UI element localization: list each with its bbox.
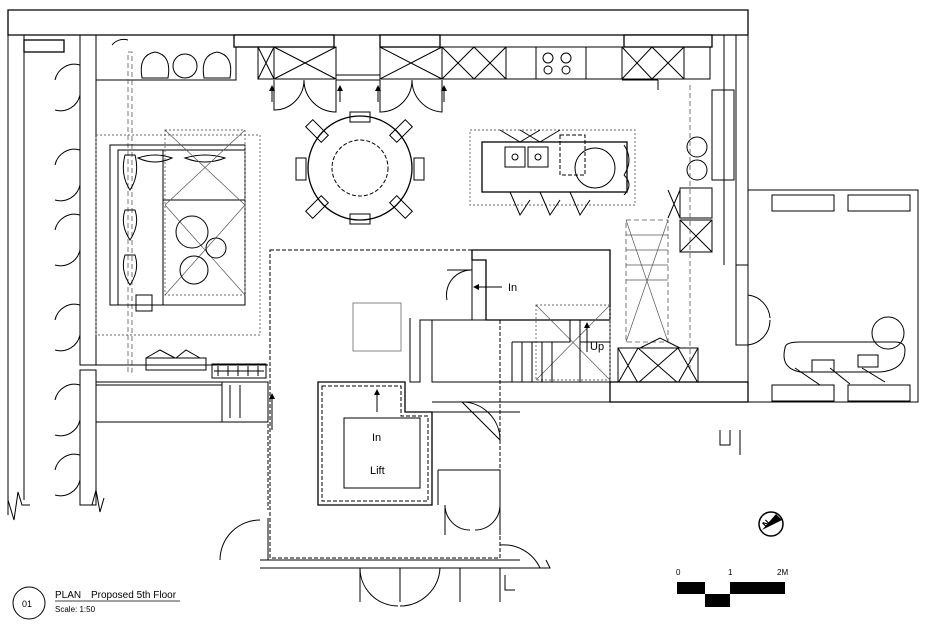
central-core [269,249,749,559]
title-block: 01 PLAN Proposed 5th Floor Scale: 1:50 [12,586,180,620]
bottom-doors [359,544,551,607]
terrace [735,189,919,403]
dining-table [295,111,425,225]
left-facade-doors [23,34,129,506]
north-arrow-icon: N [758,511,784,537]
scale-bar: 0 1 2M [676,568,788,607]
kitchen-island [469,129,636,217]
drawing-number: 01 [22,599,32,609]
stair-up-label: Up [590,341,604,353]
exterior-walls [7,9,749,569]
scale-bar-label-2: 2M [777,568,788,577]
drawing-scale: Scale: 1:50 [55,605,96,614]
lift-label: Lift [370,465,385,477]
north-arrow-letter: N [760,518,772,530]
drawing-heading: PLAN [55,590,81,601]
top-kitchen-units [95,34,713,81]
left-corridor [96,349,275,561]
lift-in-label: In [372,432,381,444]
right-wall-units [625,85,735,370]
stair-in-label: In [508,282,517,294]
bar-stools-top [140,51,232,79]
scale-bar-label-0: 0 [676,568,681,577]
scale-bar-label-1: 1 [728,568,733,577]
living-sofa-area [95,51,261,373]
top-doors [269,79,659,113]
drawing-subtitle: Proposed 5th Floor [91,590,177,601]
